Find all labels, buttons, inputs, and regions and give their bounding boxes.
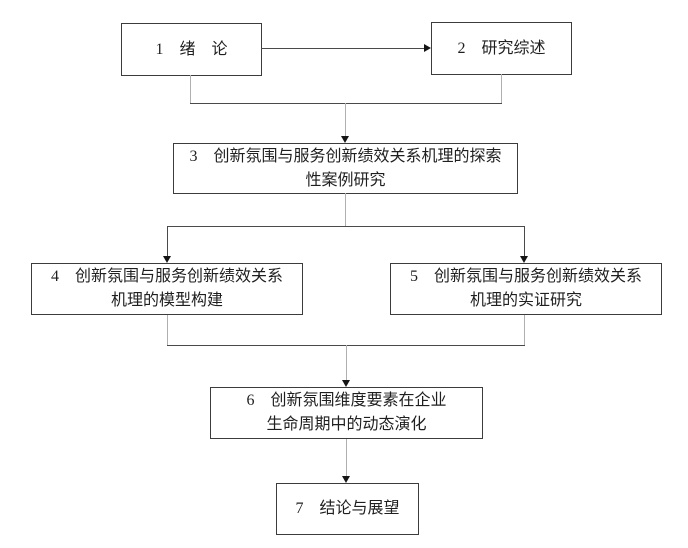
flow-box-2-literature-review: 2 研究综述: [431, 22, 572, 75]
connector-to-5-arrowhead-icon: [520, 256, 528, 263]
flow-box-5-label-line2: 机理的实证研究: [469, 292, 582, 309]
flow-box-1-introduction: 1 绪 论: [121, 23, 262, 76]
flow-box-3-label-line2: 性案例研究: [305, 171, 386, 189]
connector-to-6-line: [346, 345, 347, 380]
connector-1-down-line: [190, 75, 191, 103]
flow-box-7-label: 7 结论与展望: [295, 500, 400, 517]
connector-merge-1-2-line: [190, 103, 502, 104]
connector-3-down-line: [345, 193, 346, 226]
connector-1-to-2-line: [261, 48, 424, 49]
flow-box-5-label-line1: 5 创新氛围与服务创新绩效关系: [409, 268, 642, 285]
flow-box-4-model-construction: 4 创新氛围与服务创新绩效关系 机理的模型构建: [31, 263, 303, 315]
connector-5-down-line: [524, 315, 525, 345]
connector-to-4-line: [167, 226, 168, 256]
flow-box-6-label-line1: 6 创新氛围维度要素在企业: [246, 392, 447, 409]
flow-box-4-label-line2: 机理的模型构建: [110, 292, 223, 309]
flow-box-1-label: 1 绪 论: [155, 40, 228, 58]
flow-box-4-label-line1: 4 创新氛围与服务创新绩效关系: [50, 268, 283, 285]
connector-4-down-line: [167, 315, 168, 345]
flow-box-6-label-line2: 生命周期中的动态演化: [266, 416, 427, 433]
connector-to-6-arrowhead-icon: [342, 380, 350, 387]
flow-box-6-dynamic-evolution: 6 创新氛围维度要素在企业 生命周期中的动态演化: [210, 387, 483, 439]
flow-box-2-label: 2 研究综述: [457, 39, 546, 57]
flow-box-3-exploratory-case-study: 3 创新氛围与服务创新绩效关系机理的探索 性案例研究: [173, 143, 518, 194]
flow-box-3-label-line1: 3 创新氛围与服务创新绩效关系机理的探索: [189, 147, 502, 165]
connector-to-5-line: [524, 226, 525, 256]
connector-split-3-line: [167, 226, 525, 227]
connector-1-to-2-arrowhead-icon: [424, 44, 431, 52]
connector-6-to-7-line: [346, 439, 347, 476]
connector-2-down-line: [501, 74, 502, 103]
flow-box-7-conclusion-outlook: 7 结论与展望: [276, 483, 419, 535]
connector-to-3-arrowhead-icon: [341, 136, 349, 143]
flow-box-5-empirical-study: 5 创新氛围与服务创新绩效关系 机理的实证研究: [390, 263, 662, 315]
connector-6-to-7-arrowhead-icon: [342, 476, 350, 483]
connector-to-4-arrowhead-icon: [163, 256, 171, 263]
connector-to-3-line: [345, 103, 346, 136]
